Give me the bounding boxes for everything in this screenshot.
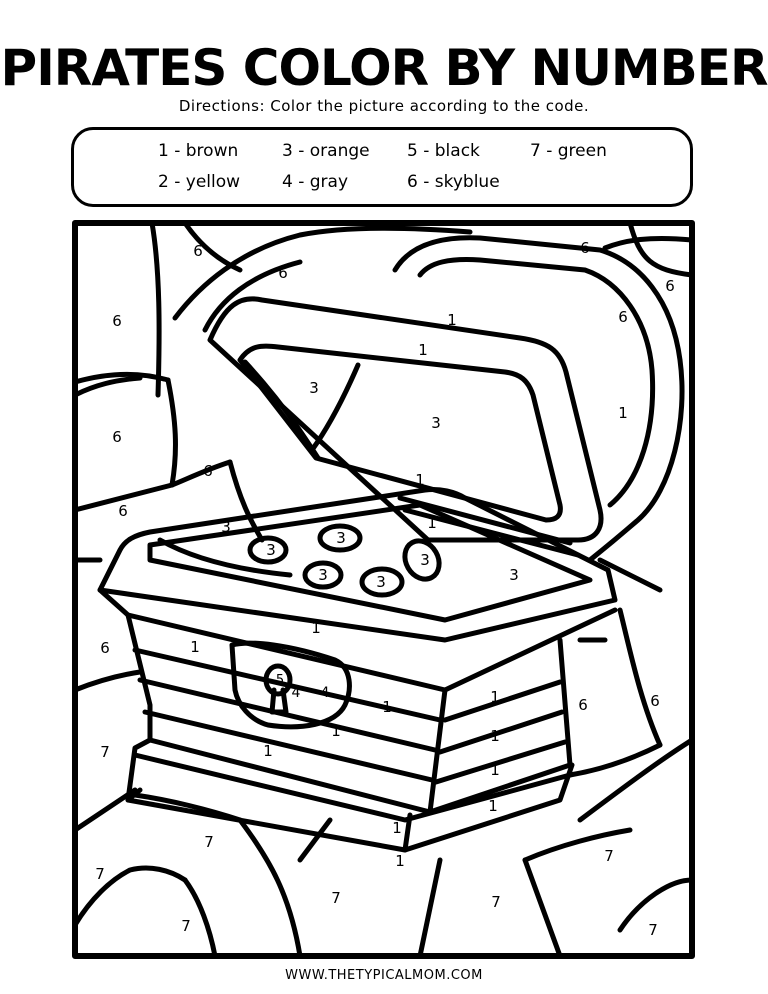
legend-item-green: 7 - green <box>530 141 607 161</box>
region-number: 6 <box>112 312 122 330</box>
region-number: 3 <box>376 573 386 591</box>
region-number: 3 <box>336 529 346 547</box>
region-number: 1 <box>490 727 500 745</box>
region-number: 4 <box>321 685 330 701</box>
region-number: 1 <box>415 471 425 489</box>
legend-item-yellow: 2 - yellow <box>158 172 241 192</box>
region-number: 5 <box>276 673 284 688</box>
directions-text: Directions: Color the picture according … <box>178 97 590 115</box>
legend-item-skyblue: 6 - skyblue <box>407 172 500 192</box>
legend-item-gray: 4 - gray <box>282 172 349 192</box>
region-number: 3 <box>266 541 276 559</box>
region-number: 3 <box>221 518 231 536</box>
region-number: 6 <box>278 264 288 282</box>
picture-frame <box>72 220 695 959</box>
region-number: 6 <box>580 239 590 257</box>
region-number: 6 <box>118 502 128 520</box>
region-number: 3 <box>509 566 519 584</box>
region-number: 6 <box>578 696 588 714</box>
color-key: 1 - brown 2 - yellow 3 - orange 4 - gray… <box>71 127 693 207</box>
legend-item-black: 5 - black <box>407 141 480 161</box>
legend-item-orange: 3 - orange <box>282 141 370 161</box>
region-number: 6 <box>203 462 213 480</box>
region-number: 6 <box>100 639 110 657</box>
region-number: 6 <box>650 692 660 710</box>
region-number: 6 <box>618 308 628 326</box>
region-number: 7 <box>181 917 191 935</box>
region-number: 3 <box>318 566 328 584</box>
region-number: 1 <box>447 311 457 329</box>
region-number: 7 <box>604 847 614 865</box>
region-number: 1 <box>618 404 628 422</box>
region-number: 1 <box>395 852 405 870</box>
region-number: 7 <box>95 865 105 883</box>
region-number: 1 <box>190 638 200 656</box>
region-number: 6 <box>193 242 203 260</box>
region-number: 1 <box>490 761 500 779</box>
region-number: 1 <box>488 797 498 815</box>
region-number: 1 <box>418 341 428 359</box>
region-number: 1 <box>331 722 341 740</box>
region-number: 7 <box>331 889 341 907</box>
region-number: 1 <box>382 698 392 716</box>
region-number: 3 <box>431 414 441 432</box>
legend-item-brown: 1 - brown <box>158 141 239 161</box>
region-number: 3 <box>420 551 430 569</box>
region-number: 1 <box>263 742 273 760</box>
chest-lid <box>207 296 604 558</box>
region-number: 4 <box>292 685 301 701</box>
region-number: 6 <box>665 277 675 295</box>
site-footer: WWW.THETYPICALMOM.COM <box>285 968 483 983</box>
region-number: 1 <box>490 688 500 706</box>
chest-body <box>97 487 618 853</box>
region-number: 1 <box>311 619 321 637</box>
region-number: 3 <box>309 379 319 397</box>
region-number: 7 <box>100 743 110 761</box>
region-number: 7 <box>491 893 501 911</box>
region-number: 1 <box>392 819 402 837</box>
region-number: 1 <box>427 514 437 532</box>
region-number: 7 <box>648 921 658 939</box>
region-number: 7 <box>204 833 214 851</box>
background-stones <box>75 223 692 956</box>
page-title: PIRATES COLOR BY NUMBER <box>0 39 768 97</box>
region-number: 6 <box>112 428 122 446</box>
